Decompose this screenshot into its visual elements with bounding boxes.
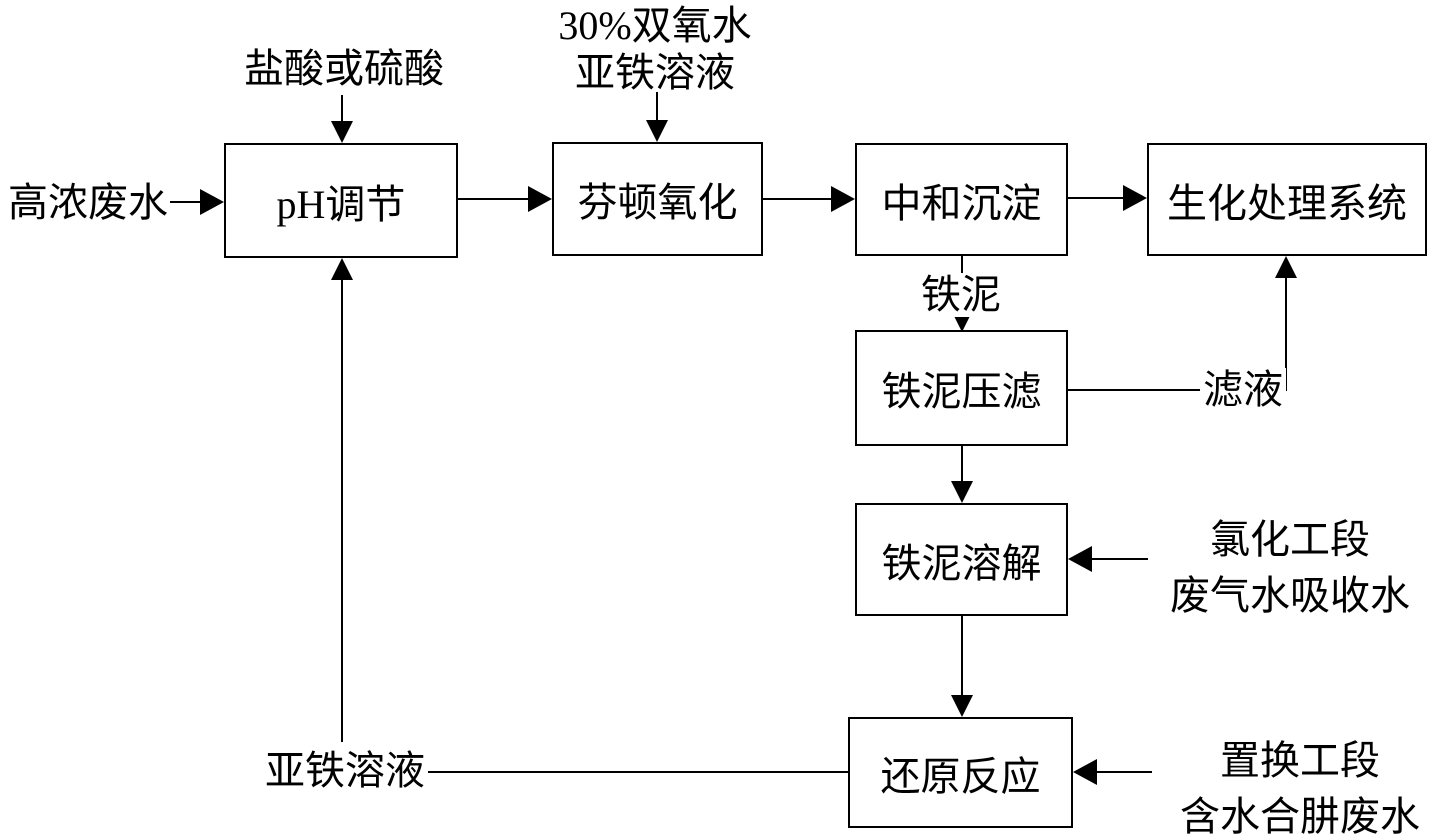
- arrowhead-left-icon: [1068, 546, 1092, 572]
- node-ph-adjustment: pH调节: [224, 143, 458, 258]
- edge-reduction-to-ferrous-line: [428, 771, 848, 773]
- arrowhead-right-icon: [831, 186, 855, 212]
- edge-dissolve-to-reduction-line: [961, 615, 963, 699]
- edge-press-to-dissolve-line: [961, 446, 963, 484]
- arrowhead-right-icon: [200, 189, 224, 215]
- node-reduction-reaction: 还原反应: [848, 717, 1073, 828]
- label-replacement-line1: 置换工段: [1220, 738, 1380, 783]
- label-iron-mud: 铁泥: [918, 273, 1004, 317]
- label-acid: 盐酸或硫酸: [244, 46, 444, 91]
- node-fenton-oxidation-label: 芬顿氧化: [577, 180, 738, 225]
- arrowhead-left-icon: [1073, 759, 1097, 785]
- label-filtrate: 滤液: [1200, 368, 1286, 412]
- node-iron-mud-dissolution-label: 铁泥溶解: [881, 540, 1042, 586]
- node-neutralization-precipitation: 中和沉淀: [855, 143, 1068, 256]
- edge-acid-to-ph-line: [341, 95, 343, 125]
- edge-peroxide-to-fenton-line: [656, 92, 658, 124]
- edge-filtrate-to-biochem-line: [1285, 278, 1287, 391]
- arrowhead-down-icon: [951, 481, 973, 503]
- edge-ferrous-to-ph-line: [341, 280, 343, 742]
- node-iron-mud-filter-press-label: 铁泥压滤: [881, 369, 1042, 414]
- label-chlorination-line1: 氯化工段: [1210, 517, 1370, 562]
- arrowhead-down-icon: [951, 695, 973, 717]
- label-ferrous-recycle: 亚铁溶液: [262, 749, 428, 793]
- label-replacement-wastewater: 置换工段 含水合肼废水: [1145, 733, 1452, 837]
- label-peroxide-line1: 30%双氧水: [558, 3, 752, 48]
- arrowhead-right-icon: [1123, 185, 1147, 211]
- edge-ph-to-fenton-line: [458, 198, 532, 200]
- node-fenton-oxidation: 芬顿氧化: [552, 142, 763, 256]
- edge-fenton-to-neutralization-line: [763, 198, 835, 200]
- label-influent: 高浓废水: [8, 180, 168, 225]
- node-biochemical-treatment-system: 生化处理系统: [1147, 143, 1427, 256]
- edge-neutralization-to-biochem-line: [1068, 197, 1127, 199]
- node-iron-mud-filter-press: 铁泥压滤: [855, 330, 1068, 446]
- edge-chlorination-to-dissolve-line: [1090, 558, 1148, 560]
- label-replacement-line2: 含水合肼废水: [1180, 794, 1420, 837]
- edge-influent-to-ph-line: [170, 201, 204, 203]
- edge-replacement-to-reduction-line: [1095, 771, 1152, 773]
- node-ph-adjustment-label: pH调节: [276, 181, 406, 227]
- node-reduction-reaction-label: 还原反应: [880, 753, 1041, 799]
- label-chlorination-line2: 废气水吸收水: [1170, 573, 1410, 618]
- arrowhead-up-icon: [331, 258, 353, 280]
- edge-press-to-filtrate-line: [1068, 389, 1286, 391]
- label-peroxide-ferrous: 30%双氧水 亚铁溶液: [540, 2, 770, 96]
- label-peroxide-line2: 亚铁溶液: [575, 50, 735, 95]
- arrowhead-down-icon: [646, 120, 668, 142]
- arrowhead-right-icon: [528, 186, 552, 212]
- label-chlorination-water: 氯化工段 废气水吸收水: [1130, 512, 1450, 624]
- node-biochemical-treatment-system-label: 生化处理系统: [1167, 180, 1407, 226]
- arrowhead-down-icon: [331, 121, 353, 143]
- arrowhead-up-icon: [1275, 256, 1297, 278]
- node-neutralization-precipitation-label: 中和沉淀: [881, 180, 1042, 226]
- node-iron-mud-dissolution: 铁泥溶解: [855, 503, 1068, 616]
